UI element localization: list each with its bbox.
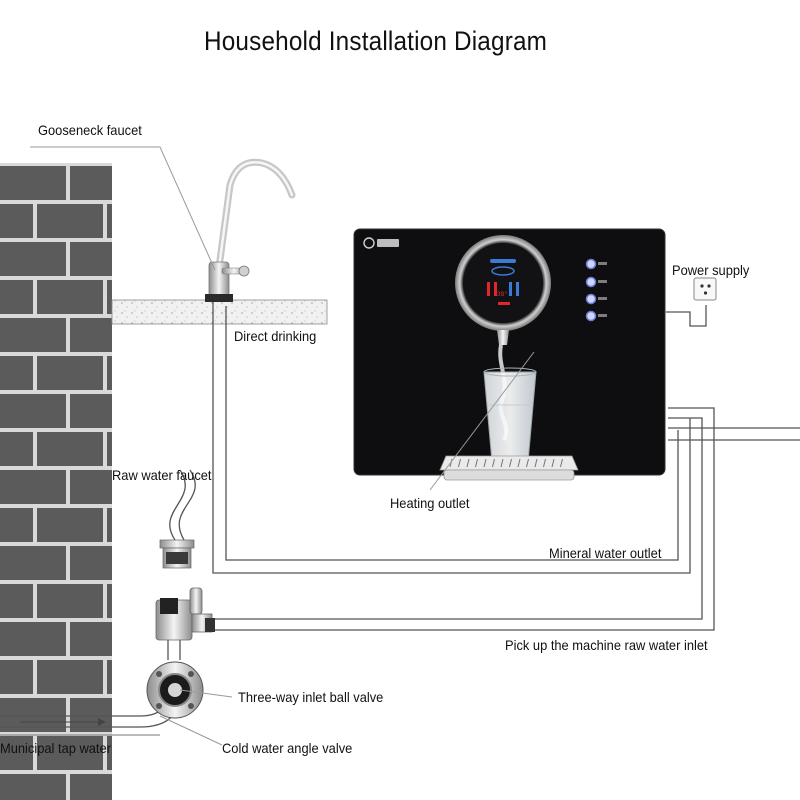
tray-slot	[543, 458, 546, 468]
label-municipal-tap-water: Municipal tap water	[0, 740, 111, 756]
brick	[37, 280, 103, 314]
brick	[0, 660, 33, 694]
page-title: Household Installation Diagram	[204, 26, 548, 56]
brick	[0, 318, 66, 352]
brick	[107, 204, 112, 238]
tray-slot	[483, 458, 487, 468]
brick	[0, 242, 66, 276]
brick	[107, 432, 112, 466]
brick-wall	[0, 163, 112, 800]
brick	[37, 660, 103, 694]
three-way-valve-graphic	[155, 587, 215, 641]
brick	[70, 242, 112, 276]
label-direct-drinking: Direct drinking	[234, 328, 317, 344]
brick	[107, 356, 112, 390]
brick	[0, 546, 66, 580]
leader-lines	[30, 146, 535, 746]
tray-slot	[500, 458, 504, 468]
brand-logo	[363, 237, 399, 249]
brick	[0, 394, 66, 428]
countertop	[111, 299, 328, 325]
brick	[0, 736, 33, 770]
tray-slot	[449, 458, 453, 468]
angle-valve-graphic	[146, 661, 204, 719]
tray-slot	[475, 458, 478, 468]
brick	[37, 736, 103, 770]
brick	[0, 508, 33, 542]
brick	[107, 660, 112, 694]
brick	[0, 622, 66, 656]
brick	[70, 774, 112, 800]
brick	[0, 698, 66, 732]
brick	[0, 774, 66, 800]
brick	[37, 356, 103, 390]
brick	[107, 508, 112, 542]
brick	[70, 470, 112, 504]
label-mineral-water-outlet: Mineral water outlet	[549, 545, 662, 561]
power-socket-graphic	[693, 277, 717, 301]
brick	[70, 318, 112, 352]
tray-slot	[517, 458, 521, 468]
brick	[70, 622, 112, 656]
tray-slot	[534, 458, 538, 468]
label-heating-outlet: Heating outlet	[390, 495, 470, 511]
label-power-supply: Power supply	[672, 262, 750, 278]
tray-slot	[466, 458, 470, 468]
label-three-way-ball-valve: Three-way inlet ball valve	[238, 689, 384, 705]
brick	[107, 736, 112, 770]
tray-slot	[492, 458, 495, 468]
tray-slot	[551, 458, 555, 468]
tray-slot	[560, 458, 563, 468]
control-buttons	[585, 258, 607, 322]
brick	[70, 546, 112, 580]
label-raw-water-faucet: Raw water faucet	[112, 467, 212, 483]
brick	[107, 280, 112, 314]
brick	[0, 584, 33, 618]
brick	[0, 204, 33, 238]
water-dispenser-graphic	[353, 228, 666, 481]
gooseneck-faucet-graphic	[205, 158, 296, 302]
label-machine-raw-water-inlet: Pick up the machine raw water inlet	[505, 637, 708, 653]
brick	[0, 470, 66, 504]
brick	[0, 280, 33, 314]
brick	[0, 356, 33, 390]
label-cold-water-angle-valve: Cold water angle valve	[222, 740, 353, 756]
brick	[70, 166, 112, 200]
brick	[0, 166, 66, 200]
brick	[70, 394, 112, 428]
tray-slot	[526, 458, 529, 468]
brick	[107, 584, 112, 618]
brick	[0, 432, 33, 466]
raw-water-faucet-graphic	[159, 539, 195, 569]
brick	[37, 508, 103, 542]
display-temperature: 38°	[497, 291, 508, 298]
brick	[37, 432, 103, 466]
brick	[37, 204, 103, 238]
tray-slot	[509, 458, 512, 468]
tray-slot	[458, 458, 461, 468]
brick	[37, 584, 103, 618]
label-gooseneck-faucet: Gooseneck faucet	[38, 122, 142, 138]
flow-arrow	[20, 718, 106, 726]
brick	[70, 698, 112, 732]
